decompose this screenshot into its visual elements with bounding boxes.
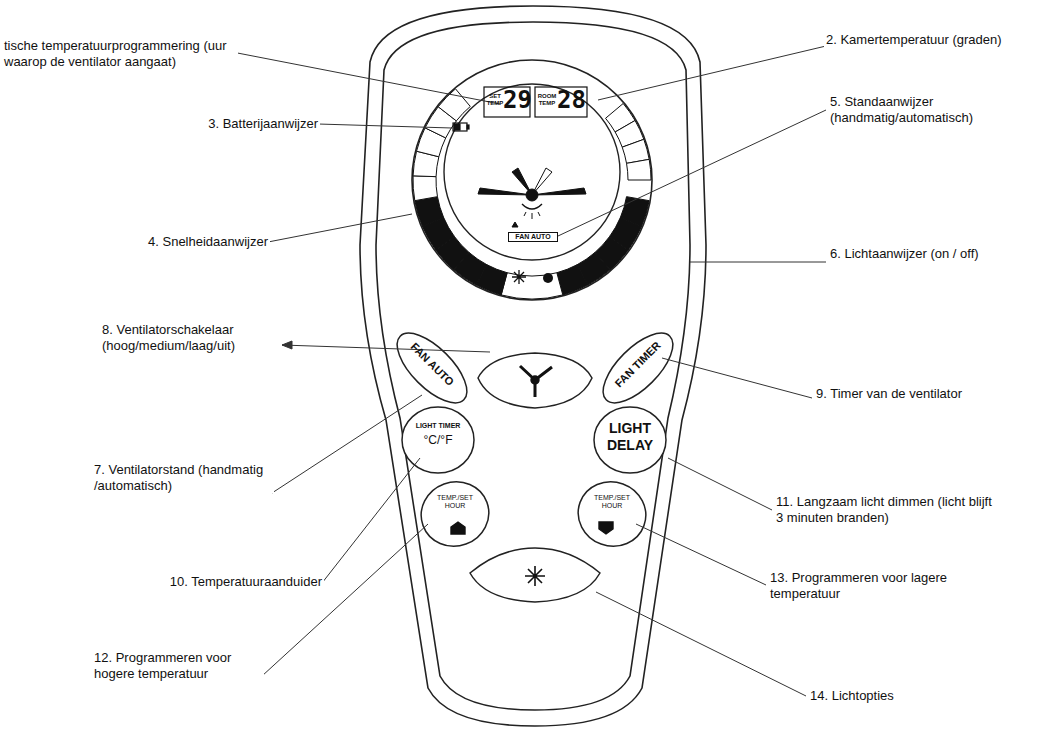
ring-segment — [627, 159, 651, 180]
callout-label: 8. Ventilatorschakelaar (hoog/medium/laa… — [100, 322, 282, 353]
callout-label: tische temperatuurprogrammering (uur waa… — [2, 38, 238, 69]
button-label: LIGHT DELAY — [602, 420, 658, 454]
callout-label: 14. Lichtopties — [808, 688, 972, 704]
callout-label: 9. Timer van de ventilator — [814, 386, 1048, 402]
button-label: TEMP./SET HOUR — [428, 494, 482, 511]
callout-label: 10. Temperatuuraanduider — [130, 574, 324, 590]
ring-segment — [415, 197, 444, 227]
display-reading: 29 — [503, 88, 531, 112]
callout-label: 7. Ventilatorstand (handmatig /automatis… — [92, 462, 274, 493]
buttons — [386, 322, 684, 602]
callout-label: 12. Programmeren voor hogere temperatuur — [92, 650, 264, 681]
display-caption: ROOM TEMP — [536, 93, 558, 107]
ring-segment — [438, 89, 470, 121]
callout-label: 6. Lichtaanwijzer (on / off) — [828, 246, 1042, 262]
button-label: TEMP./SET HOUR — [585, 494, 639, 511]
callout-label: 5. Standaanwijzer (handmatig/automatisch… — [828, 94, 1012, 125]
callout-label: 3. Batterijaanwijzer — [160, 116, 320, 132]
button-label: LIGHT TIMER — [408, 422, 468, 430]
callout-label: 4. Snelheidaanwijzer — [110, 234, 270, 250]
callout-label: 11. Langzaam licht dimmen (licht blijft … — [774, 494, 996, 525]
callout-label: 13. Programmeren voor lagere temperatuur — [768, 570, 982, 601]
ring-segment — [413, 176, 437, 201]
display-reading: 28 — [557, 88, 585, 112]
ring-segment — [501, 273, 563, 299]
button-label: °C/°F — [410, 433, 466, 447]
display-caption: SET TEMP — [485, 93, 505, 107]
leader-lines — [222, 46, 826, 696]
display-mode: FAN AUTO — [508, 232, 558, 242]
callout-label: 2. Kamertemperatuur (graden) — [824, 32, 1058, 48]
remote-housing — [360, 6, 706, 726]
